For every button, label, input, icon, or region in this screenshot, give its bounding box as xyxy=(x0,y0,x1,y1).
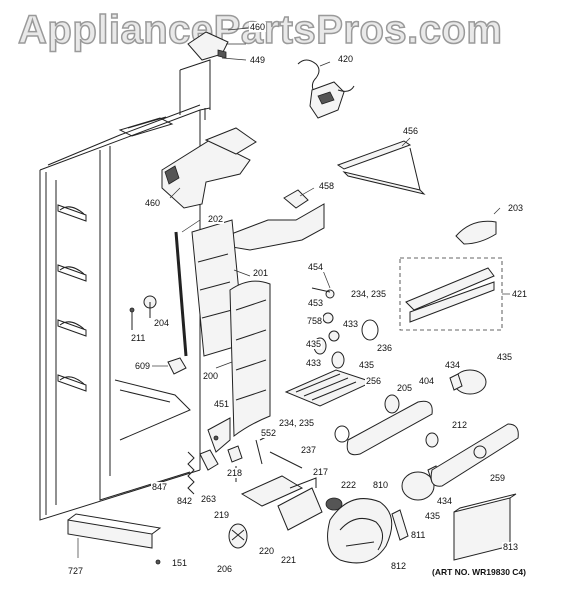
label-453: 453 xyxy=(307,298,325,308)
part-460-duct xyxy=(161,127,257,209)
label-256: 256 xyxy=(365,376,383,386)
label-727: 727 xyxy=(67,566,85,576)
label-200: 200 xyxy=(202,371,220,381)
part-222-cap xyxy=(325,497,343,511)
label-420: 420 xyxy=(337,54,355,64)
part-404-cover xyxy=(346,400,433,456)
part-200-liner xyxy=(215,280,271,437)
label-201: 201 xyxy=(252,268,270,278)
label-236: 236 xyxy=(376,343,394,353)
label-435-lower: 435 xyxy=(424,511,442,521)
label-237: 237 xyxy=(300,445,318,455)
part-206-knob xyxy=(228,523,248,549)
part-203-cover xyxy=(455,207,501,245)
label-234-235-lower: 234, 235 xyxy=(278,418,316,428)
label-460-duct: 460 xyxy=(144,198,162,208)
label-552: 552 xyxy=(260,428,278,438)
label-458: 458 xyxy=(318,181,336,191)
part-hinge-hardware xyxy=(199,435,303,482)
part-256-tray xyxy=(284,369,374,407)
label-433-upper: 433 xyxy=(342,319,360,329)
part-451-bracket xyxy=(207,417,231,453)
label-449: 449 xyxy=(249,55,267,65)
label-842: 842 xyxy=(176,496,194,506)
label-812: 812 xyxy=(390,561,408,571)
label-212: 212 xyxy=(451,420,469,430)
label-435-right: 435 xyxy=(496,352,514,362)
part-810-812-auger xyxy=(327,498,409,564)
part-237-clip xyxy=(334,425,350,443)
part-609-switch xyxy=(152,357,187,375)
part-456-rail xyxy=(336,137,426,195)
label-202: 202 xyxy=(207,214,225,224)
label-451: 451 xyxy=(213,399,231,409)
label-404: 404 xyxy=(418,376,436,386)
label-203: 203 xyxy=(507,203,525,213)
label-435-upper: 435 xyxy=(305,339,323,349)
label-454: 454 xyxy=(307,262,325,272)
label-219: 219 xyxy=(213,510,231,520)
part-813-trim xyxy=(453,493,517,561)
label-810: 810 xyxy=(372,480,390,490)
label-434-upper: 434 xyxy=(444,360,462,370)
part-204-211-hardware xyxy=(129,295,157,330)
part-727-grille xyxy=(67,513,162,565)
part-205-bushing xyxy=(384,394,400,414)
part-434-435-bulbs xyxy=(401,369,487,501)
label-217: 217 xyxy=(312,467,330,477)
label-206: 206 xyxy=(216,564,234,574)
label-218: 218 xyxy=(226,468,244,478)
label-151: 151 xyxy=(171,558,189,568)
part-847-spring xyxy=(187,451,195,495)
label-222: 222 xyxy=(340,480,358,490)
label-433-lower: 433 xyxy=(305,358,323,368)
label-434-lower: 434 xyxy=(436,496,454,506)
art-number: (ART NO. WR19830 C4) xyxy=(432,567,526,577)
label-220: 220 xyxy=(258,546,276,556)
label-259: 259 xyxy=(489,473,507,483)
label-234-235-upper: 234, 235 xyxy=(350,289,388,299)
label-847: 847 xyxy=(151,482,169,492)
label-204: 204 xyxy=(153,318,171,328)
label-813: 813 xyxy=(502,542,520,552)
part-458-bracket xyxy=(225,187,325,251)
label-421: 421 xyxy=(511,289,529,299)
part-259-housing xyxy=(425,423,519,487)
label-211: 211 xyxy=(130,333,147,343)
part-421-housing xyxy=(399,257,510,331)
label-456: 456 xyxy=(402,126,420,136)
label-609: 609 xyxy=(134,361,152,371)
label-435-mid: 435 xyxy=(358,360,376,370)
part-420-harness xyxy=(297,59,355,119)
part-219-220-221-shroud xyxy=(240,475,323,531)
cabinet-case xyxy=(39,59,211,521)
label-205: 205 xyxy=(396,383,414,393)
label-263: 263 xyxy=(200,494,218,504)
label-221: 221 xyxy=(280,555,298,565)
part-460-top xyxy=(187,27,249,61)
label-758: 758 xyxy=(306,316,324,326)
label-811: 811 xyxy=(410,530,427,540)
label-460-top: 460 xyxy=(249,22,267,32)
